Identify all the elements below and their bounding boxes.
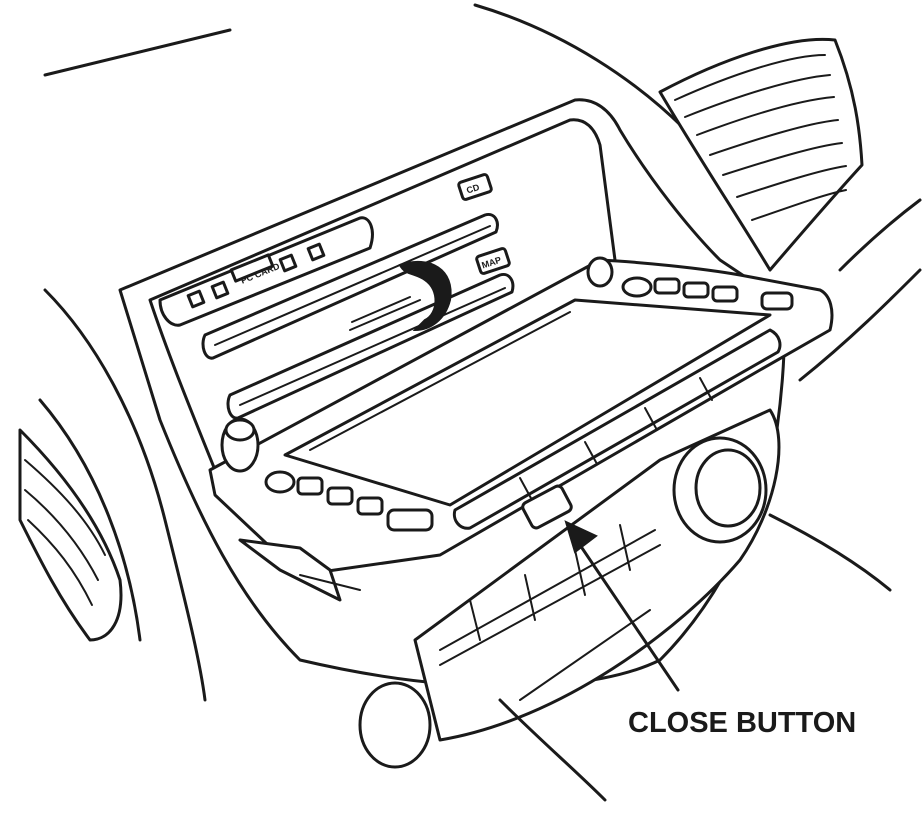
screen-button-strip (452, 328, 782, 530)
close-button-label: CLOSE BUTTON (628, 707, 856, 739)
card-slot-strip: PC CARD (158, 216, 374, 327)
lower-panel-leader-line (498, 698, 607, 802)
insert-disc-arrow (349, 260, 452, 332)
volume-knob (672, 436, 768, 544)
air-vent-left (18, 428, 123, 642)
cd-button-label: CD (465, 182, 481, 196)
close-button-callout-arrow (564, 520, 680, 692)
close-button[interactable] (521, 484, 573, 530)
frame-top-buttons (621, 276, 794, 311)
screen-highlight (309, 311, 571, 451)
volume-knob-leader-line (768, 513, 892, 592)
air-vent-right (658, 37, 864, 272)
round-knob (358, 681, 432, 769)
frame-left-buttons (264, 470, 434, 532)
cd-slot: CD (201, 173, 499, 360)
frame-knobs (220, 256, 614, 473)
screen-display (283, 298, 772, 507)
hinge-bracket (238, 538, 361, 602)
